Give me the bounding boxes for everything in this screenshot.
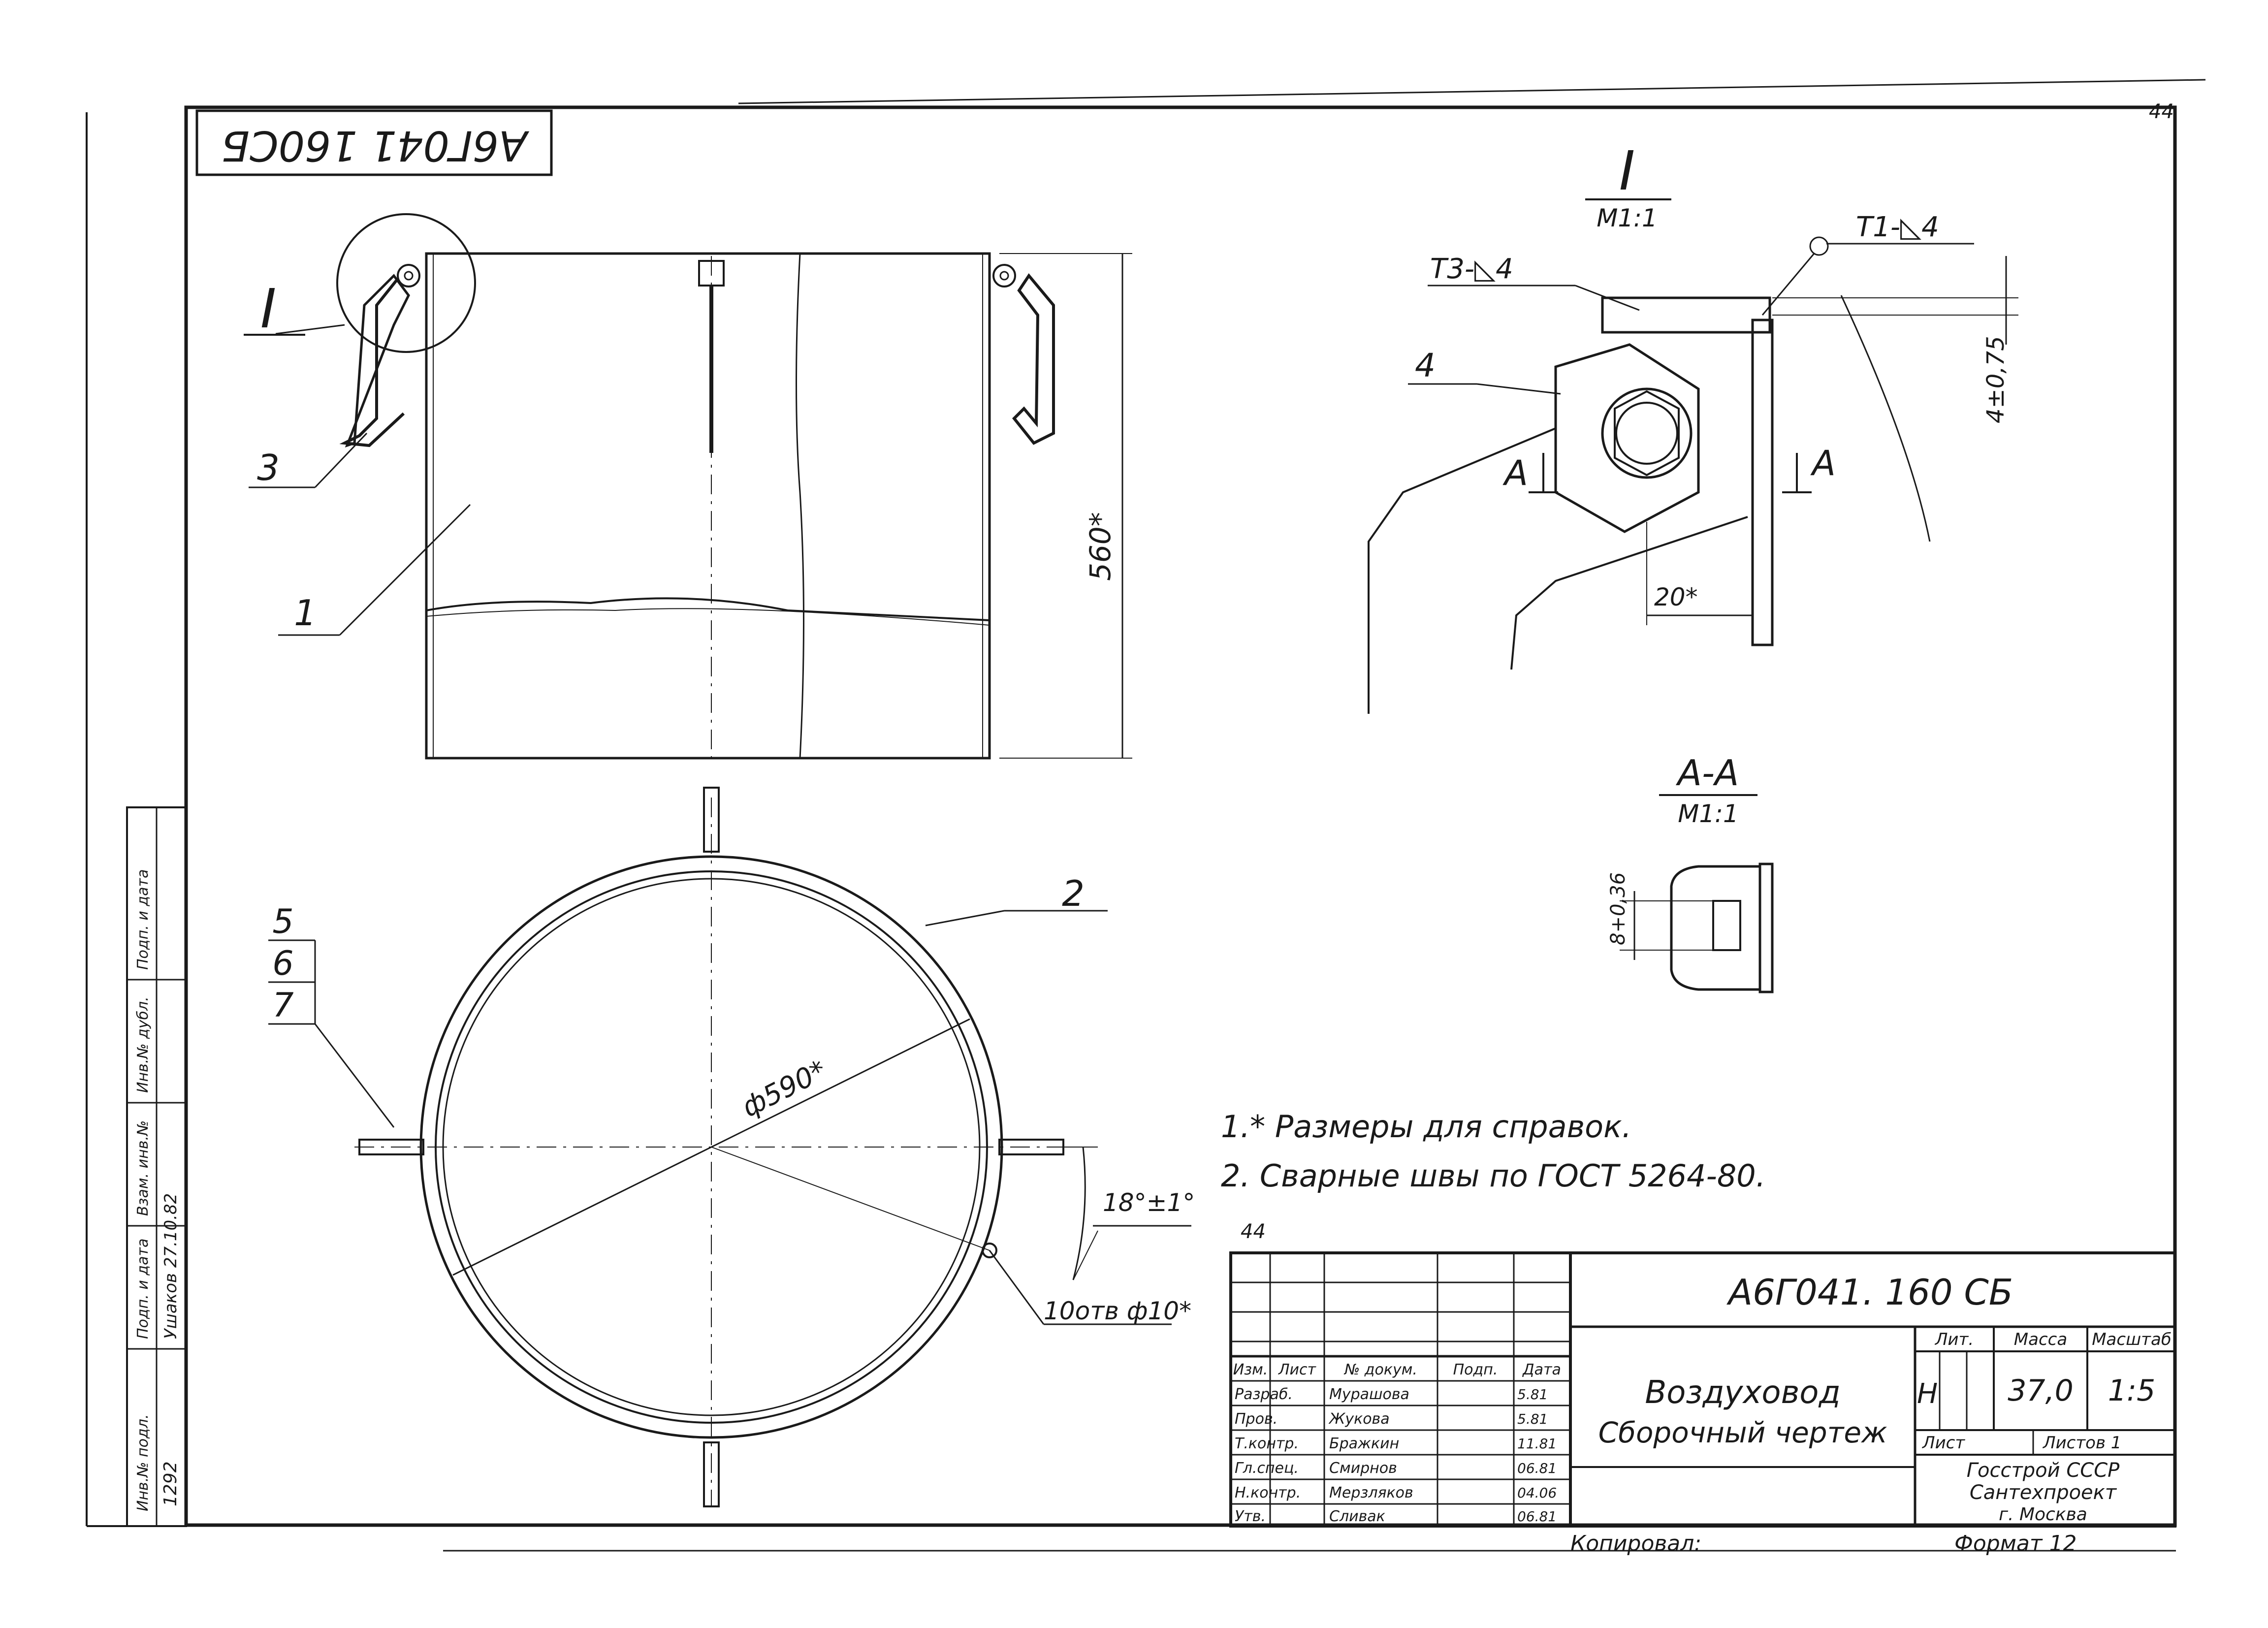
weld-T1: Т1-◺4 [1856, 211, 1939, 243]
tb-header-sign: Подп. [1453, 1361, 1498, 1378]
tb-date-2: 11.81 [1517, 1436, 1557, 1452]
callout-3: 3 [257, 447, 280, 488]
main-view: I 3 1 560* [244, 213, 1132, 760]
tb-name-line2: Сборочный чертеж [1598, 1416, 1887, 1449]
tb-date-5: 06.81 [1517, 1508, 1557, 1525]
tb-name-4: Мерзляков [1329, 1484, 1413, 1501]
tb-col-mass: Масса [2014, 1330, 2067, 1349]
tb-header-doc: № докум. [1343, 1361, 1417, 1378]
sheet-number: 44 [2149, 100, 2174, 123]
tb-role-5: Утв. [1235, 1508, 1266, 1525]
side-stamp-label-4: Подп. и дата [134, 869, 152, 970]
tb-header-date: Дата [1522, 1361, 1561, 1378]
tb-sheet-label: Лист [1921, 1433, 1965, 1453]
top-code-box: А6Г041 160СБ [195, 109, 553, 176]
tb-name-line1: Воздуховод [1645, 1374, 1840, 1411]
tb-sheets-label: Листов 1 [2042, 1433, 2121, 1453]
tb-header-izm: Изм. [1233, 1361, 1268, 1378]
tb-date-0: 5.81 [1517, 1386, 1548, 1403]
dim-vertical: 4±0,75 [1982, 336, 2010, 423]
callout-7: 7 [272, 986, 293, 1025]
tb-role-3: Гл.спец. [1235, 1460, 1299, 1477]
tb-org-line3: г. Москва [1999, 1504, 2087, 1525]
note-2: 2. Сварные швы по ГОСТ 5264-80. [1221, 1158, 1765, 1194]
section-AA-dim: 8+0,36 [1607, 872, 1629, 945]
side-stamp-value-0: 1292 [160, 1461, 181, 1506]
tb-name-5: Сливак [1329, 1508, 1385, 1525]
callout-6: 6 [272, 944, 293, 983]
callout-detail-I: I [260, 277, 276, 340]
side-stamp-value-1: Ушаков 27.10.82 [161, 1193, 181, 1339]
tb-lit-value: Н [1917, 1378, 1938, 1410]
dim-diameter: ф590* [737, 1054, 831, 1124]
callout-4: 4 [1415, 347, 1436, 384]
tb-date-4: 04.06 [1517, 1485, 1557, 1501]
tb-role-2: Т.контр. [1235, 1435, 1299, 1452]
side-stamp-label-1: Подп. и дата [134, 1239, 152, 1339]
section-AA: А-А М1:1 8+0,36 [1607, 752, 1774, 993]
tb-org-line1: Госстрой СССР [1967, 1459, 2120, 1482]
side-stamp-label-3: Инв.№ дубл. [134, 996, 152, 1093]
plan-view: ф590* 18°±1° 10отв ф10* 2 5 6 7 [268, 787, 1195, 1507]
detail-I: I М1:1 А А Т1-◺4 Т3-◺4 4 [1368, 139, 2018, 714]
note-1: 1.* Размеры для справок. [1221, 1109, 1631, 1145]
dim-angle: 18°±1° [1103, 1188, 1195, 1217]
tb-col-scale: Масштаб [2092, 1330, 2172, 1349]
tb-col-lit: Лит. [1934, 1330, 1974, 1349]
side-stamp: Инв.№ подл. Подп. и дата Взам. инв.№ Инв… [126, 806, 187, 1527]
side-stamp-label-2: Взам. инв.№ [134, 1120, 152, 1216]
dim-height: 560* [1084, 512, 1117, 581]
section-AA-scale: М1:1 [1678, 799, 1739, 828]
callout-5: 5 [272, 902, 293, 941]
tb-name-2: Бражкин [1329, 1435, 1399, 1452]
side-stamp-label-0: Инв.№ подл. [134, 1414, 152, 1511]
drawing-frame [86, 79, 2206, 1552]
tb-org-line2: Сантехпроект [1970, 1481, 2117, 1504]
tb-date-3: 06.81 [1517, 1460, 1557, 1476]
section-mark-right: А [1810, 443, 1836, 483]
tb-role-0: Разраб. [1235, 1386, 1293, 1403]
detail-I-title: I [1619, 139, 1635, 202]
dim-holes: 10отв ф10* [1044, 1297, 1191, 1325]
callout-2: 2 [1062, 873, 1085, 914]
tb-name-3: Смирнов [1329, 1460, 1397, 1477]
tb-role-1: Пров. [1235, 1410, 1278, 1428]
tb-header-list: Лист [1278, 1361, 1317, 1378]
tb-role-4: Н.контр. [1235, 1484, 1301, 1501]
format-label: Формат 12 [1954, 1531, 2077, 1556]
copied-label: Копировал: [1570, 1531, 1701, 1556]
detail-I-scale: М1:1 [1597, 204, 1658, 232]
notes: 1.* Размеры для справок. 2. Сварные швы … [1221, 1109, 1765, 1194]
tb-scale-value: 1:5 [2108, 1373, 2156, 1408]
section-mark-left: А [1502, 453, 1528, 493]
title-block: 44 Изм. Лист № докум. Подп. Дата Разраб.… [1229, 1220, 2176, 1528]
weld-T3: Т3-◺4 [1430, 253, 1513, 285]
top-code-text: А6Г041 160СБ [221, 122, 529, 170]
dim-horizontal: 20* [1654, 583, 1698, 611]
callout-1: 1 [294, 592, 317, 634]
tb-date-1: 5.81 [1517, 1411, 1548, 1427]
tb-mass-value: 37,0 [2008, 1373, 2074, 1408]
tb-name-0: Мурашова [1329, 1386, 1409, 1403]
tb-name-1: Жукова [1328, 1410, 1390, 1428]
tb-designation: А6Г041. 160 СБ [1726, 1272, 2013, 1313]
section-AA-title: А-А [1676, 752, 1739, 794]
title-block-stamp-number: 44 [1241, 1220, 1266, 1243]
